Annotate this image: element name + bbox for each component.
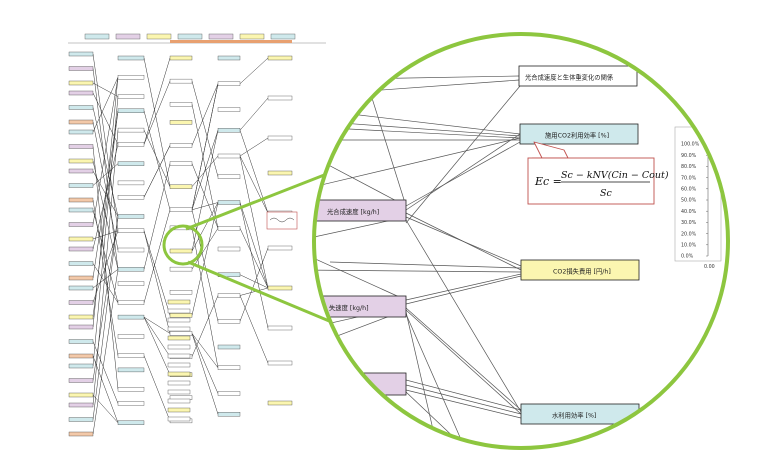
- mini-chart-x-tick: 0.00: [704, 264, 715, 270]
- magnified-connector-lines: [314, 59, 522, 448]
- mini-chart-tick-label: 40.0%: [681, 209, 697, 215]
- connector-line: [329, 261, 522, 269]
- mini-chart-tick-label: 50.0%: [681, 198, 697, 204]
- connector-line: [405, 85, 521, 224]
- node-co2-cost: [520, 259, 640, 281]
- connector-line: [405, 219, 522, 413]
- connector-line: [314, 251, 407, 301]
- magnified-view: 光合成速度と生体重変化の関係 施用CO2利用効率 [%] 光合成速度 [kg/h…: [312, 32, 730, 450]
- formula-numerator: Sc − kNV(Cin − Cout): [561, 170, 669, 181]
- mini-chart: 100.0% 90.0% 80.0% 70.0% 60.0% 50.0% 40.0% 30.0…: [674, 126, 722, 270]
- mini-chart-tick-label: 30.0%: [681, 220, 697, 226]
- connector-line: [329, 127, 521, 139]
- connector-line: [405, 216, 522, 267]
- mini-chart-tick-label: 10.0%: [681, 243, 697, 249]
- mini-chart-tick-label: 70.0%: [681, 175, 697, 181]
- connector-line: [405, 389, 522, 419]
- node-water-efficiency-label: 水利用効率 [%]: [552, 411, 596, 420]
- formula-denominator: Sc: [600, 188, 613, 199]
- node-top-relation-label: 光合成速度と生体重変化の関係: [525, 73, 613, 82]
- formula-lhs: Ec =: [534, 175, 562, 188]
- mini-chart-tick-label: 100.0%: [681, 142, 700, 148]
- mini-chart-y-ticks: 100.0% 90.0% 80.0% 70.0% 60.0% 50.0% 40.0% 30.0…: [681, 142, 708, 260]
- node-photosynthesis: [314, 199, 407, 222]
- connector-line: [314, 269, 522, 273]
- mini-chart-tick-label: 60.0%: [681, 187, 697, 193]
- node-loss-rate-label: 失速度 [kg/h]: [329, 303, 369, 312]
- node-lower-purple: [314, 372, 407, 396]
- mini-chart-tick-label: 0.0%: [681, 254, 694, 260]
- connector-line: [405, 141, 521, 207]
- overview-connector-lines: [92, 53, 269, 435]
- connector-line: [314, 137, 521, 191]
- connector-line: [405, 307, 522, 411]
- connector-line: [405, 313, 471, 448]
- zoom-source-ring: [162, 224, 204, 266]
- magnifier-ring: [312, 32, 730, 450]
- overview-nodes: [68, 51, 293, 437]
- connector-line: [405, 309, 522, 415]
- mini-chart-tick-label: 90.0%: [681, 153, 697, 159]
- mini-chart-tick-label: 80.0%: [681, 164, 697, 170]
- node-top-relation: [518, 65, 638, 87]
- formula-callout: Ec = Sc − kNV(Cin − Cout) Sc: [527, 141, 669, 205]
- node-loss-rate: [314, 295, 407, 318]
- connector-line: [405, 133, 521, 211]
- connector-line: [405, 379, 522, 411]
- connector-line: [405, 273, 522, 301]
- node-co2-use-efficiency: [519, 123, 639, 145]
- connector-line: [405, 391, 481, 448]
- overview-diagram: [68, 33, 326, 437]
- overview-formula-box: [266, 211, 298, 230]
- node-photosynthesis-label: 光合成速度 [kg/h]: [327, 207, 379, 216]
- connector-line: [405, 275, 522, 305]
- mini-chart-tick-label: 20.0%: [681, 231, 697, 237]
- connector-line: [405, 384, 522, 415]
- overview-header-bar: [68, 33, 326, 44]
- node-co2-use-efficiency-label: 施用CO2利用効率 [%]: [545, 131, 609, 140]
- node-co2-cost-label: CO2損失費用 [円/h]: [553, 267, 611, 276]
